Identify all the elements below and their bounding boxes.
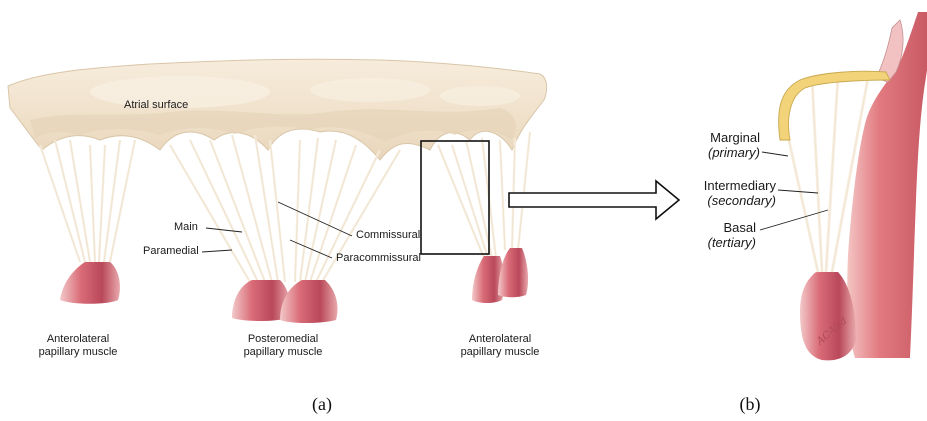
label-atrial-surface: Atrial surface xyxy=(124,99,188,112)
leaflet-highlight xyxy=(310,78,430,102)
label-marginal-sub: (primary) xyxy=(684,145,760,160)
label-anterolateral-left: Anterolateral papillary muscle xyxy=(39,333,118,359)
papillary-muscle-anterolateral-left xyxy=(60,262,120,304)
label-paracommissural: Paracommissural xyxy=(336,252,421,265)
label-marginal-name: Marginal xyxy=(684,130,760,145)
label-anterolateral-right-line1: Anterolateral xyxy=(461,333,540,346)
zoom-arrow xyxy=(509,181,679,219)
label-anterolateral-left-line2: papillary muscle xyxy=(39,346,118,359)
label-posteromedial: Posteromedial papillary muscle xyxy=(244,333,323,359)
label-intermediary-sub: (secondary) xyxy=(680,193,776,208)
label-basal: Basal (tertiary) xyxy=(690,220,756,250)
label-posteromedial-line1: Posteromedial xyxy=(244,333,323,346)
label-basal-sub: (tertiary) xyxy=(690,235,756,250)
label-posteromedial-line2: papillary muscle xyxy=(244,346,323,359)
label-commissural: Commissural xyxy=(356,229,420,242)
label-intermediary: Intermediary (secondary) xyxy=(680,178,776,208)
panel-a-diagram xyxy=(8,59,679,323)
label-anterolateral-right: Anterolateral papillary muscle xyxy=(461,333,540,359)
label-anterolateral-right-line2: papillary muscle xyxy=(461,346,540,359)
label-paramedial: Paramedial xyxy=(143,245,199,258)
caption-a: (a) xyxy=(312,394,332,415)
label-intermediary-name: Intermediary xyxy=(680,178,776,193)
label-anterolateral-left-line1: Anterolateral xyxy=(39,333,118,346)
atrial-surface-leaflet xyxy=(8,59,547,160)
papillary-muscle-posteromedial-b xyxy=(280,280,338,323)
label-basal-name: Basal xyxy=(690,220,756,235)
chordae-left-fill xyxy=(40,140,135,262)
label-marginal: Marginal (primary) xyxy=(684,130,760,160)
leaflet-highlight xyxy=(440,86,520,106)
papillary-muscle-anterolateral-right-b xyxy=(498,248,528,297)
label-main: Main xyxy=(174,221,198,234)
panel-b-diagram: AC-Ved xyxy=(760,12,927,360)
caption-b: (b) xyxy=(740,394,761,415)
